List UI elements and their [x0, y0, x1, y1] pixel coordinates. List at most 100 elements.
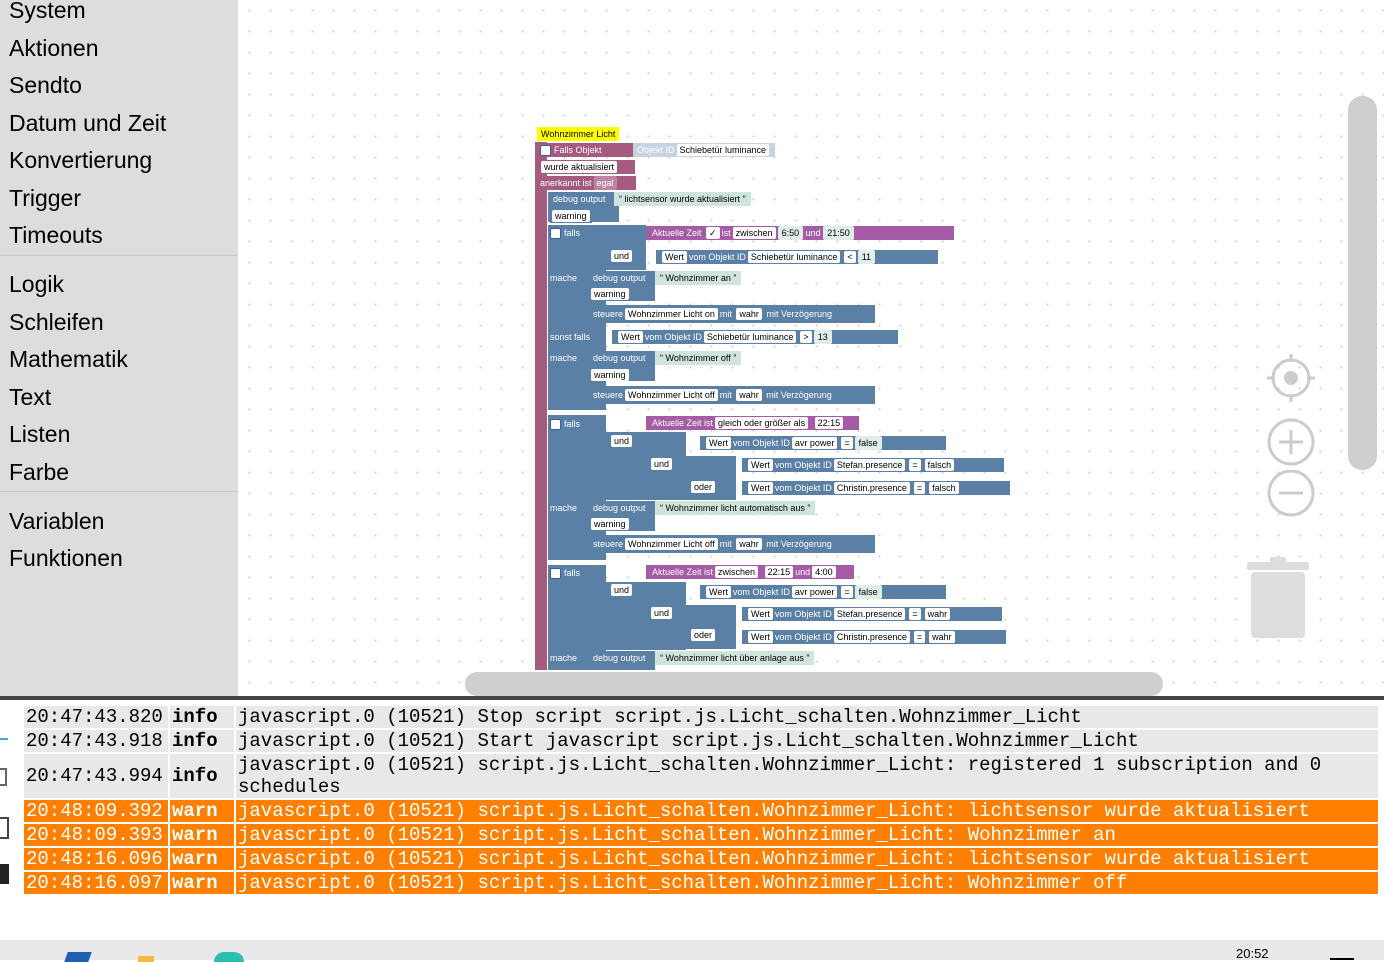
notification-icon[interactable] — [1330, 958, 1354, 960]
falls-label: falls — [550, 226, 581, 240]
und-dropdown[interactable]: und — [611, 435, 633, 447]
trigger-type-row: wurde aktualisiert — [535, 160, 635, 174]
log-tool-icon[interactable] — [0, 817, 9, 839]
mache-label: mache — [550, 501, 578, 515]
recenter-icon[interactable] — [1266, 354, 1316, 404]
category-trigger[interactable]: Trigger — [9, 185, 81, 211]
und-block[interactable] — [606, 225, 646, 270]
taskbar: 20:52 — [0, 940, 1384, 962]
log-level-dropdown[interactable]: warning — [591, 369, 629, 381]
trash-icon[interactable] — [1244, 556, 1312, 640]
event-block-spine[interactable] — [535, 142, 547, 670]
und-dropdown[interactable]: und — [651, 607, 673, 619]
mache-label: mache — [550, 271, 578, 285]
category-system[interactable]: System — [9, 0, 86, 23]
anerkannt-dropdown[interactable]: egal — [593, 176, 617, 190]
oder-dropdown-row: oder — [689, 480, 717, 494]
category-logik[interactable]: Logik — [9, 271, 64, 297]
log-tool-icon[interactable] — [0, 738, 8, 740]
category-aktionen[interactable]: Aktionen — [9, 35, 99, 61]
debug-output-block[interactable]: debug output — [588, 651, 655, 670]
category-schleifen[interactable]: Schleifen — [9, 309, 104, 335]
warning-dropdown-row: warning — [589, 368, 631, 382]
text-block[interactable]: “ Wohnzimmer off ” — [655, 351, 742, 365]
category-sendto[interactable]: Sendto — [9, 72, 82, 98]
text-block[interactable]: “ Wohnzimmer licht automatisch aus ” — [655, 501, 816, 515]
sonst-falls-label: sonst falls — [550, 330, 591, 344]
und-dropdown-row: und — [609, 434, 634, 448]
app-icon[interactable] — [64, 952, 92, 962]
category-text[interactable]: Text — [9, 384, 52, 410]
und-dropdown-row: und — [609, 583, 634, 597]
category-timeouts[interactable]: Timeouts — [9, 222, 103, 248]
zoom-out-icon[interactable] — [1266, 470, 1316, 520]
gear-icon[interactable] — [540, 145, 551, 157]
mache-label: mache — [550, 351, 578, 365]
log-level-dropdown[interactable]: warning — [552, 210, 590, 222]
und-dropdown[interactable]: und — [611, 250, 633, 262]
category-separator — [0, 491, 238, 492]
zoom-in-icon[interactable] — [1266, 418, 1316, 468]
category-variablen[interactable]: Variablen — [9, 508, 105, 534]
und-dropdown-row: und — [609, 249, 634, 263]
gear-icon[interactable] — [550, 568, 561, 580]
log-tool-icon[interactable] — [0, 864, 9, 884]
falls-label: falls — [550, 566, 581, 580]
toolbox-sidebar: System Aktionen Sendto Datum und Zeit Ko… — [0, 0, 238, 696]
und-dropdown-row: und — [649, 457, 674, 471]
falls-objekt-block[interactable]: Falls Objekt — [535, 143, 636, 157]
trigger-dropdown[interactable]: wurde aktualisiert — [541, 161, 618, 173]
text-block[interactable]: “ lichtsensor wurde aktualisiert ” — [614, 192, 751, 206]
vertical-scrollbar[interactable] — [1348, 96, 1377, 470]
category-datum-zeit[interactable]: Datum und Zeit — [9, 110, 167, 136]
block-comment-title[interactable]: Wohnzimmer Licht — [537, 127, 620, 141]
log-level-dropdown[interactable]: warning — [591, 518, 629, 530]
oder-dropdown[interactable]: oder — [691, 481, 716, 493]
warning-dropdown-row: warning — [589, 517, 631, 531]
category-konvertierung[interactable]: Konvertierung — [9, 147, 153, 173]
gear-icon[interactable] — [550, 228, 561, 240]
browser-icon[interactable] — [214, 952, 244, 962]
warning-dropdown-row: warning — [589, 287, 631, 301]
category-farbe[interactable]: Farbe — [9, 459, 70, 485]
blockly-workspace[interactable] — [239, 0, 1384, 696]
category-funktionen[interactable]: Funktionen — [9, 545, 123, 571]
oder-dropdown-row: oder — [689, 628, 717, 642]
oder-dropdown[interactable]: oder — [691, 629, 716, 641]
log-side-toolbar — [0, 700, 20, 940]
und-dropdown[interactable]: und — [611, 584, 633, 596]
category-mathematik[interactable]: Mathematik — [9, 346, 128, 372]
text-block[interactable]: “ Wohnzimmer licht über anlage aus ” — [655, 651, 815, 665]
category-listen[interactable]: Listen — [9, 421, 71, 447]
warning-dropdown-row: warning — [550, 209, 592, 223]
log-tool-icon[interactable] — [0, 768, 7, 786]
und-dropdown[interactable]: und — [651, 458, 673, 470]
folder-icon[interactable] — [138, 956, 154, 962]
gear-icon[interactable] — [550, 419, 561, 431]
horizontal-scrollbar[interactable] — [465, 672, 1163, 696]
text-block[interactable]: “ Wohnzimmer an ” — [655, 271, 742, 285]
log-level-dropdown[interactable]: warning — [591, 288, 629, 300]
